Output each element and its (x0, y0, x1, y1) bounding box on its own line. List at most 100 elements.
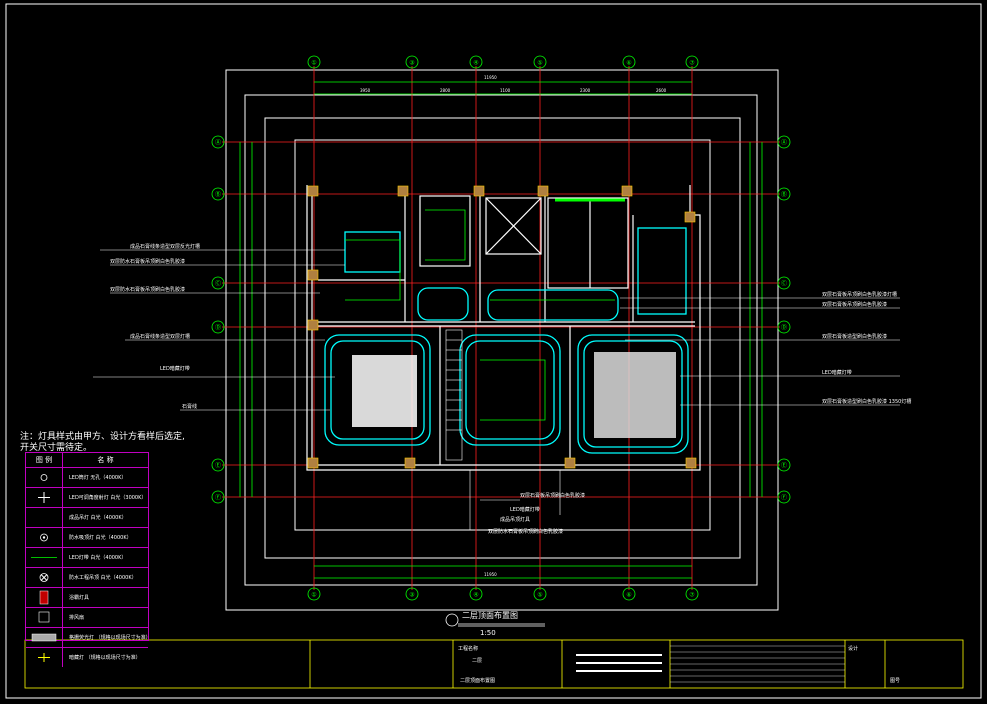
axis-bubble-col-top-label: ③ (409, 60, 414, 67)
axis-bubble-row-left (211, 276, 225, 290)
axis-bubble-row-left-label: Ⓕ (215, 494, 221, 502)
legend-row: 浴霸灯具 (26, 588, 148, 608)
legend-row: 防水吸顶灯 白光（4000K） (26, 528, 148, 548)
axis-bubble-row-left (211, 490, 225, 504)
axis-bubble-col-bottom (469, 587, 483, 601)
axis-bubble-row-right (777, 187, 791, 201)
dim-sub-1: 3950 (360, 88, 371, 93)
exhaust-fan-icon (26, 608, 63, 627)
title-block-rows (576, 645, 845, 683)
tb-floor: 二层 (472, 658, 482, 664)
callout-right-2: 双层石膏板吊顶刷白色乳胶漆 (822, 301, 887, 308)
dim-sub-4: 2300 (580, 88, 591, 93)
legend-table: 图 例 名 称 LED筒灯 无孔（4000K） LED可调角度射灯 白光（300… (25, 452, 149, 667)
grille-light-icon (26, 628, 63, 647)
axis-bubble-col-top-label: ④ (473, 60, 478, 67)
note: 注：灯具样式由甲方、设计方看样后选定, 开关尺寸需待定。 (20, 432, 185, 454)
axis-bubble-row-right (777, 490, 791, 504)
axis-bubble-row-left-label: Ⓑ (215, 191, 221, 199)
axis-bubble-col-bottom-label: ⑤ (537, 592, 542, 599)
axis-bubble-col-top (622, 55, 636, 69)
columns (307, 185, 697, 469)
axis-bubble-col-top-label: ⑥ (626, 60, 631, 67)
callout-right-5: 双层石膏板造型刷白色乳胶漆 1350灯槽 (822, 398, 911, 405)
dim-total-bottom: 11950 (484, 572, 497, 577)
dimension-lines (239, 81, 763, 579)
title-underline (445, 613, 545, 627)
axis-bubble-row-right (777, 276, 791, 290)
callout-right-1: 双层石膏板吊顶刷白色乳胶漆灯槽 (822, 291, 897, 298)
ceiling-trays (324, 227, 689, 454)
waterproof-lamp-icon (26, 568, 63, 587)
legend-desc: 暗藏灯 （规格以现场尺寸为准） (69, 655, 141, 661)
axis-bubble-col-top (685, 55, 699, 69)
stair (445, 329, 463, 461)
callout-bottom-2: LED暗藏灯带 (510, 506, 540, 513)
ceiling-lamp-icon (26, 528, 63, 547)
dim-sub-3: 1100 (500, 88, 511, 93)
axis-bubble-row-left-label: Ⓐ (215, 139, 221, 147)
legend-row: 排风扇 (26, 608, 148, 628)
dim-sub-5: 2600 (656, 88, 667, 93)
spotlight-icon (26, 488, 63, 507)
axis-bubble-row-left-label: Ⓓ (215, 324, 221, 332)
callout-bottom-1: 双层石膏板吊顶刷白色乳胶漆 (520, 492, 585, 499)
callout-bottom-4: 双层防水石膏板吊顶刷白色乳胶漆 (488, 528, 563, 535)
axis-bubble-row-left (211, 135, 225, 149)
ceiling-pattern-right (594, 352, 676, 438)
axis-bubble-col-bottom (622, 587, 636, 601)
legend-row: LED筒灯 无孔（4000K） (26, 468, 148, 488)
bath-heater-icon (26, 588, 63, 607)
axis-grid (222, 66, 780, 590)
note-line-1: 注：灯具样式由甲方、设计方看样后选定, (20, 432, 185, 442)
callout-left-6: 石膏线 (182, 403, 197, 410)
axis-bubble-col-bottom (405, 587, 419, 601)
axis-bubble-row-left-label: Ⓔ (215, 462, 221, 470)
legend-row: 防水工程吊顶 白光（4000K） (26, 568, 148, 588)
pendant-icon (26, 508, 63, 527)
axis-bubble-row-left (211, 187, 225, 201)
axis-bubble-col-top (533, 55, 547, 69)
axis-bubble-row-left (211, 320, 225, 334)
axis-bubble-row-left (211, 458, 225, 472)
axis-bubble-col-top (405, 55, 419, 69)
callout-left-5: LED暗藏灯带 (160, 365, 190, 372)
axis-bubble-row-right-label: Ⓒ (781, 280, 787, 288)
legend-row: 格栅荧光灯 （规格以现场尺寸为准） (26, 628, 148, 648)
tb-drawing-name: 二层顶面布置图 (460, 677, 495, 684)
axis-bubble-row-right-label: Ⓐ (781, 139, 787, 147)
legend-header: 图 例 名 称 (26, 453, 148, 468)
callout-right-4: LED暗藏灯带 (822, 369, 852, 376)
legend-row: 成品吊灯 白光（4000K） (26, 508, 148, 528)
axis-bubble-row-right-label: Ⓓ (781, 324, 787, 332)
legend-row: LED灯带 白光（4000K） (26, 548, 148, 568)
axis-bubble-row-right (777, 458, 791, 472)
axis-bubble-row-right (777, 135, 791, 149)
legend-desc: LED可调角度射灯 白光（3000K） (69, 495, 147, 501)
axis-bubble-row-right-label: Ⓔ (781, 462, 787, 470)
note-line-2: 开关尺寸需待定。 (20, 443, 93, 453)
axis-bubble-col-top (469, 55, 483, 69)
legend-col-desc: 名 称 (97, 456, 114, 464)
callout-left-4: 成品石膏线条造型双层灯槽 (130, 333, 190, 340)
dim-total-top: 11950 (484, 75, 497, 80)
callout-left-3: 双层防水石膏板吊顶刷白色乳胶漆 (110, 286, 185, 293)
dim-sub-2: 2800 (440, 88, 451, 93)
tb-designer: 设计 (848, 645, 858, 652)
title-block (24, 639, 964, 689)
drawing-scale: 1:50 (480, 629, 496, 637)
axis-bubble-row-right-label: Ⓑ (781, 191, 787, 199)
sheet-border (5, 3, 982, 699)
concealed-light-icon (26, 648, 63, 667)
axis-bubble-col-top (307, 55, 321, 69)
axis-bubble-col-bottom (533, 587, 547, 601)
axis-bubble-col-top-label: ① (311, 60, 316, 67)
callout-left-2: 双层防水石膏板吊顶刷白色乳胶漆 (110, 258, 185, 265)
legend-desc: LED灯带 白光（4000K） (69, 555, 127, 561)
legend-desc: 防水吸顶灯 白光（4000K） (69, 535, 132, 541)
downlight-icon (26, 468, 63, 487)
legend-desc: 格栅荧光灯 （规格以现场尺寸为准） (69, 635, 148, 641)
